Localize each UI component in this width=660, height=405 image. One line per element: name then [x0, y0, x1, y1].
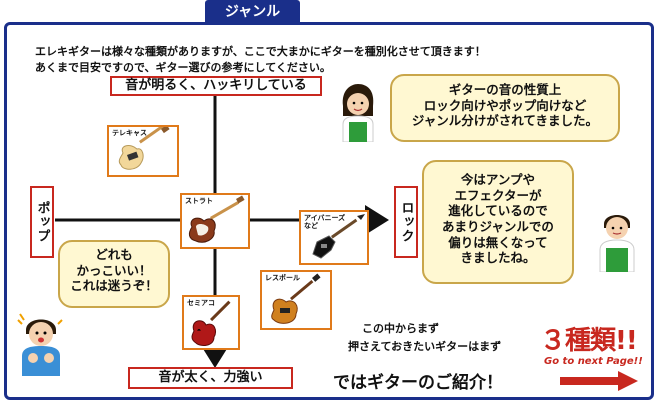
guitar-ibanez-label-line1: アイバニーズ [304, 214, 346, 222]
axis-label-bottom: 音が太く、力強い [128, 367, 293, 389]
staff-woman-icon [342, 84, 374, 142]
guitar-ibanez: アイバニーズ など [299, 210, 369, 265]
next-page-arrow-icon[interactable] [560, 371, 638, 391]
bubble-all-cool-line: かっこいい！ [76, 262, 152, 278]
guitar-semiacoustic: セミアコ [182, 295, 240, 350]
stratocaster-image [188, 195, 245, 243]
guitar-ibanez-label-line2: など [304, 222, 318, 230]
bubble-equipment-evolution-line: 今はアンプや [460, 172, 536, 187]
bubble-equipment-evolution: 今はアンプや エフェクターが 進化しているので あまりジャンルでの 偏りは無くな… [422, 160, 574, 284]
guitar-stratocaster: ストラト [180, 193, 250, 249]
bubble-all-cool-line: どれも [95, 247, 133, 262]
lespaul-image [271, 273, 321, 324]
bubble-genre-explanation-line: ギターの音の性質上 [448, 82, 562, 97]
footer-line-2: 押さえておきたいギターはまず [348, 340, 502, 353]
bubble-equipment-evolution-line: 偏りは無くなって [448, 234, 548, 250]
guitar-strat-label: ストラト [185, 197, 213, 205]
guitar-lespaul-label: レスポール [265, 274, 300, 282]
bubble-all-cool-line: これは迷うぞ！ [70, 278, 158, 294]
axis-label-left: ポップ [30, 186, 54, 258]
staff-man-icon [599, 215, 635, 272]
semiacoustic-image [191, 300, 231, 346]
guitar-ibanez-label: アイバニーズ など [304, 214, 345, 230]
excited-boy-icon [17, 313, 63, 376]
next-page-label[interactable]: Go to next Page!! [544, 356, 643, 367]
telecaster-image [118, 127, 170, 170]
footer-line-1: この中からまず [362, 322, 439, 335]
bubble-genre-explanation-line: ジャンル分けがされてきました。 [411, 113, 599, 129]
intro-line-2: あくまで目安ですので、ギター選びの参考にしてください。 [35, 61, 331, 74]
bubble-all-cool: どれも かっこいい！ これは迷うぞ！ [58, 240, 170, 308]
bubble-genre-explanation: ギターの音の性質上 ロック向けやポップ向けなど ジャンル分けがされてきました。 [390, 74, 620, 142]
guitar-telecaster: テレキャス [107, 125, 179, 177]
footer-count: ３種類!! [540, 326, 638, 356]
guitar-semiaco-label: セミアコ [187, 299, 215, 307]
bubble-equipment-evolution-line: エフェクターが [454, 187, 542, 203]
footer-intro-text: ではギターのご紹介！ [333, 373, 503, 393]
axis-label-right: ロック [394, 186, 418, 258]
tab-genre[interactable]: ジャンル [205, 0, 300, 24]
axis-label-top: 音が明るく、ハッキリしている [110, 76, 322, 96]
bubble-equipment-evolution-line: きましたね。 [460, 250, 536, 266]
ibanez-image [312, 214, 365, 259]
bubble-genre-explanation-line: ロック向けやポップ向けなど [423, 97, 587, 113]
intro-line-1: エレキギターは様々な種類がありますが、ここで大まかにギターを種別化させて頂きます… [35, 45, 486, 58]
guitar-telecaster-label: テレキャス [112, 129, 147, 137]
bubble-equipment-evolution-line: あまりジャンルでの [442, 218, 554, 234]
bubble-equipment-evolution-line: 進化しているので [448, 203, 548, 219]
guitar-lespaul: レスポール [260, 270, 332, 330]
